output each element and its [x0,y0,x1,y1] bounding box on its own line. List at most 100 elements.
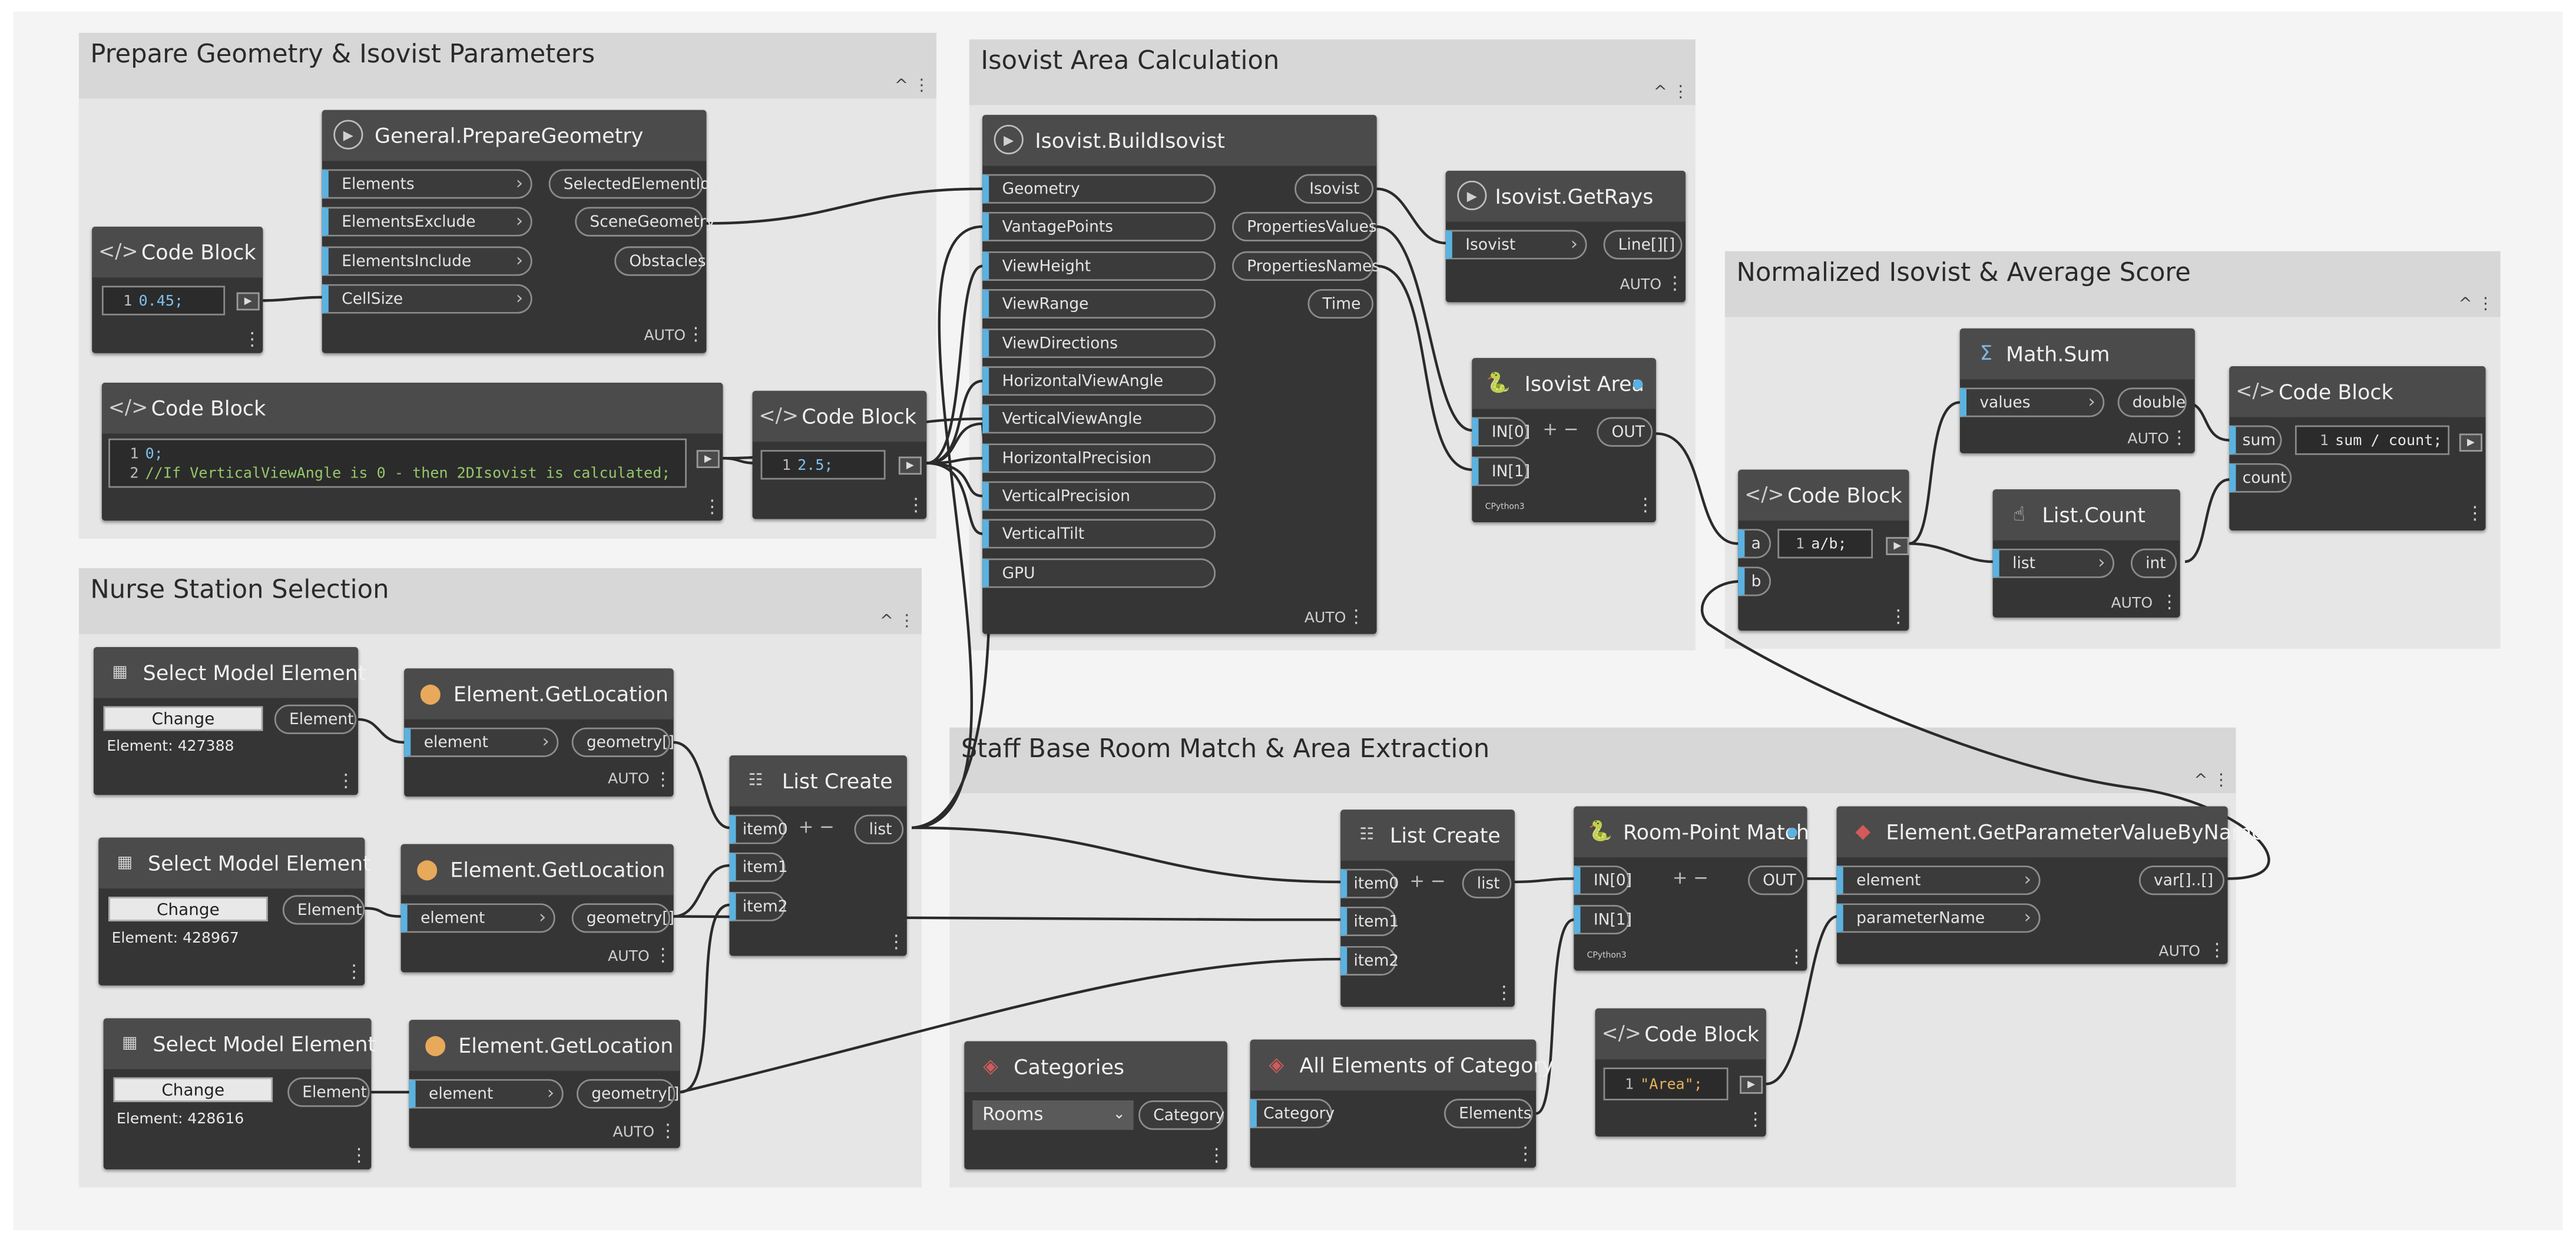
input-port[interactable]: Category [1250,1099,1335,1129]
group-collapse-icon[interactable]: ^ ⋮ [2194,772,2230,790]
output-port[interactable]: ▶ [236,292,260,311]
change-button[interactable]: Change [113,1077,273,1102]
input-port[interactable]: Geometry [982,174,1216,204]
node-menu-icon[interactable]: ⋮ [243,328,261,350]
lacing-label[interactable]: AUTO [2111,596,2153,613]
node-menu-icon[interactable]: ⋮ [2160,591,2178,613]
output-port[interactable]: ▶ [696,450,720,469]
node-menu-icon[interactable]: ⋮ [1636,494,1655,516]
node-menu-icon[interactable]: ⋮ [1495,982,1514,1004]
node-menu-icon[interactable]: ⋮ [2208,939,2226,961]
input-port[interactable]: element [409,1079,564,1109]
input-port[interactable]: VerticalTilt [982,519,1216,549]
node-build-isovist[interactable]: ▶ Isovist.BuildIsovist Geometry VantageP… [982,115,1380,634]
node-menu-icon[interactable]: ⋮ [1746,1108,1764,1130]
node-menu-icon[interactable]: ⋮ [687,323,705,345]
input-port[interactable]: item1 [1340,906,1399,937]
lacing-label[interactable]: AUTO [2127,432,2170,449]
output-port[interactable]: Obstacles [614,246,706,276]
add-port-icon[interactable]: + − [798,816,835,838]
input-port[interactable]: ElementsInclude [322,246,532,276]
node-prepare-geometry[interactable]: ▶ General.PrepareGeometry Elements Eleme… [322,110,719,353]
output-port[interactable]: ▶ [1740,1076,1763,1094]
node-menu-icon[interactable]: ⋮ [654,944,672,966]
input-port[interactable]: parameterName [1836,903,2041,933]
node-get-location-1[interactable]: ⬤ Element.GetLocation element › geometry… [404,668,674,797]
node-menu-icon[interactable]: ⋮ [345,960,363,983]
output-port[interactable]: SceneGeometry [575,207,715,237]
input-port[interactable]: element [404,727,559,757]
change-button[interactable]: Change [108,897,268,921]
output-port[interactable]: Time [1307,288,1374,319]
node-menu-icon[interactable]: ⋮ [906,494,925,516]
input-port[interactable]: HorizontalPrecision [982,443,1216,473]
input-port[interactable]: b [1738,566,1772,596]
node-select-model-element-3[interactable]: ▦ Select Model Element Change Element El… [103,1018,376,1170]
input-port[interactable]: element [1836,865,2041,896]
input-port[interactable]: HorizontalViewAngle [982,366,1216,396]
output-port[interactable]: geometry[] [577,1079,679,1109]
node-menu-icon[interactable]: ⋮ [2466,502,2484,524]
node-menu-icon[interactable]: ⋮ [1347,606,1366,628]
output-port[interactable]: SelectedElementIds [548,169,719,199]
input-port[interactable]: item0 [1340,868,1399,898]
input-port[interactable]: VerticalPrecision [982,481,1216,511]
node-menu-icon[interactable]: ⋮ [887,931,906,953]
output-port[interactable]: geometry[] [571,903,674,933]
input-port[interactable]: Isovist [1445,230,1587,260]
add-port-icon[interactable]: + − [1409,870,1446,892]
input-port[interactable]: IN[0] [1574,865,1632,896]
input-port[interactable]: IN[1] [1472,456,1530,486]
input-port[interactable]: item2 [1340,946,1399,976]
add-port-icon[interactable]: + − [1542,419,1579,440]
node-categories[interactable]: ◈ Categories Rooms ⌄ Category ⋮ [964,1041,1227,1170]
node-get-location-2[interactable]: ⬤ Element.GetLocation element › geometry… [400,844,674,973]
output-port[interactable]: Element [282,895,365,925]
node-select-model-element-1[interactable]: ▦ Select Model Element Change Element El… [94,647,366,795]
output-port[interactable]: Category [1138,1100,1224,1130]
node-menu-icon[interactable]: ⋮ [654,768,672,790]
input-port[interactable]: ViewDirections [982,328,1216,359]
lacing-label[interactable]: AUTO [2158,944,2201,961]
input-port[interactable]: ViewRange [982,288,1216,319]
input-port[interactable]: item0 [729,814,788,844]
lacing-label[interactable]: AUTO [1304,611,1346,628]
node-menu-icon[interactable]: ⋮ [336,770,355,792]
input-port[interactable]: IN[0] [1472,417,1530,447]
input-port[interactable]: values [1959,387,2105,417]
node-menu-icon[interactable]: ⋮ [1516,1143,1535,1165]
node-menu-icon[interactable]: ⋮ [1666,273,1684,294]
node-all-elements-of-category[interactable]: ◈ All Elements of Category Category Elem… [1250,1039,1554,1168]
node-isovist-area[interactable]: 🐍 Isovist Area IN[0] IN[1] + − OUT CPyth… [1472,358,1656,523]
input-port[interactable]: sum [2229,425,2282,455]
node-menu-icon[interactable]: ⋮ [1207,1145,1226,1166]
node-get-location-3[interactable]: ⬤ Element.GetLocation element › geometry… [409,1020,680,1148]
output-port[interactable]: list [854,814,904,844]
node-list-count[interactable]: ☝ List.Count list › int AUTO ⋮ [1992,489,2180,618]
node-get-parameter-value[interactable]: ◆ Element.GetParameterValueByName elemen… [1836,806,2264,964]
node-math-sum[interactable]: Σ Math.Sum values › double AUTO ⋮ [1959,328,2195,453]
output-port[interactable]: Element [274,704,357,734]
input-port[interactable]: a [1738,529,1772,559]
lacing-label[interactable]: AUTO [612,1125,655,1142]
node-list-create-1[interactable]: ☷ List Create item0 item1 item2 + − list… [729,755,907,956]
output-port[interactable]: ▶ [1886,537,1909,555]
node-room-point-match[interactable]: 🐍 Room-Point Match IN[0] IN[1] + − OUT C… [1574,806,1809,971]
input-port[interactable]: Elements [322,169,532,199]
output-port[interactable]: ▶ [898,456,922,475]
input-port[interactable]: CellSize [322,284,532,314]
input-port[interactable]: ViewHeight [982,251,1216,281]
node-menu-icon[interactable]: ⋮ [658,1120,677,1142]
group-collapse-icon[interactable]: ^ ⋮ [894,77,930,95]
output-port[interactable]: Line[][] [1603,230,1683,260]
category-dropdown[interactable]: Rooms ⌄ [972,1100,1134,1130]
output-port[interactable]: Element [287,1077,370,1107]
group-collapse-icon[interactable]: ^ ⋮ [879,612,915,631]
